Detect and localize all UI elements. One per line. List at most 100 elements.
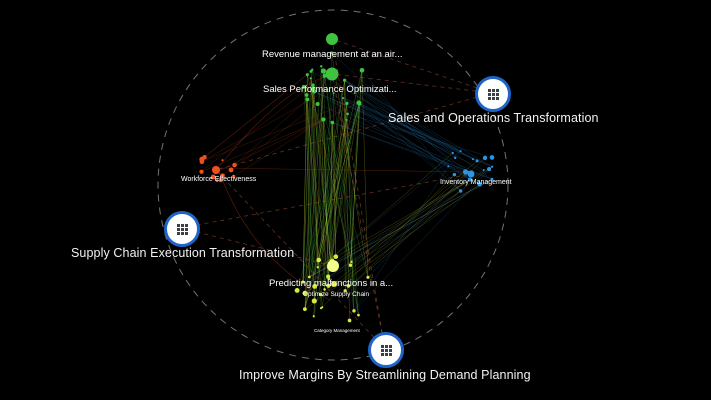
graph-node[interactable]: [330, 51, 334, 55]
graph-node[interactable]: [332, 91, 335, 95]
hub-improve-margins[interactable]: [368, 332, 404, 368]
cluster-label-category[interactable]: Category Management: [314, 328, 360, 333]
graph-node[interactable]: [482, 168, 485, 172]
graph-node[interactable]: [447, 165, 450, 168]
graph-node[interactable]: [320, 65, 323, 68]
graph-node[interactable]: [320, 68, 327, 74]
graph-edge: [302, 69, 313, 283]
graph-node[interactable]: [342, 78, 347, 82]
graph-node[interactable]: [467, 177, 472, 182]
graph-node-large[interactable]: [331, 281, 337, 287]
graph-node[interactable]: [326, 283, 331, 288]
graph-node[interactable]: [316, 266, 319, 269]
graph-node[interactable]: [330, 120, 335, 125]
graph-node[interactable]: [307, 275, 311, 279]
graph-node[interactable]: [350, 260, 353, 264]
graph-node[interactable]: [366, 275, 370, 279]
graph-node[interactable]: [221, 159, 224, 162]
graph-node[interactable]: [451, 151, 454, 155]
hub-supply-chain-execution[interactable]: [164, 211, 200, 247]
graph-node[interactable]: [312, 283, 318, 289]
graph-node[interactable]: [309, 77, 312, 80]
graph-node[interactable]: [343, 289, 347, 293]
cluster-label-optimize[interactable]: Optimize Supply Chain: [303, 291, 370, 298]
graph-node[interactable]: [359, 67, 365, 73]
cluster-label-inventory[interactable]: Inventory Management: [440, 179, 512, 186]
graph-node[interactable]: [232, 162, 237, 168]
hub-sales-operations[interactable]: [475, 76, 511, 112]
graph-node[interactable]: [452, 172, 457, 177]
graph-edge: [344, 80, 493, 180]
graph-edge: [328, 178, 493, 280]
graph-edge: [201, 119, 324, 172]
graph-edge: [322, 174, 455, 308]
graph-edge: [304, 75, 325, 310]
graph-node[interactable]: [301, 280, 305, 284]
graph-node[interactable]: [302, 307, 307, 312]
graph-node[interactable]: [346, 284, 351, 288]
graph-node[interactable]: [199, 169, 204, 174]
graph-node[interactable]: [301, 84, 306, 89]
graph-node[interactable]: [321, 306, 324, 309]
graph-node[interactable]: [482, 155, 488, 161]
graph-node[interactable]: [490, 177, 494, 181]
graph-node[interactable]: [304, 93, 309, 97]
graph-node[interactable]: [345, 101, 349, 105]
hub-label-supply-chain-execution: Supply Chain Execution Transformation: [71, 246, 295, 260]
graph-node[interactable]: [459, 150, 462, 153]
graph-node[interactable]: [215, 179, 219, 183]
graph-node-large[interactable]: [467, 170, 475, 178]
graph-node[interactable]: [477, 181, 482, 187]
graph-node[interactable]: [326, 274, 331, 279]
graph-node[interactable]: [311, 298, 317, 304]
graph-node[interactable]: [312, 315, 315, 318]
graph-node[interactable]: [491, 165, 494, 168]
graph-node[interactable]: [357, 101, 362, 106]
graph-node[interactable]: [305, 73, 309, 77]
cluster-label-workforce[interactable]: Workforce Effectiveness: [181, 176, 257, 183]
graph-node[interactable]: [232, 174, 236, 178]
graph-node-large[interactable]: [327, 260, 339, 272]
graph-node[interactable]: [462, 169, 469, 175]
graph-node[interactable]: [316, 257, 322, 263]
graph-node[interactable]: [475, 159, 479, 163]
graph-node[interactable]: [333, 254, 339, 260]
graph-node-large[interactable]: [325, 67, 339, 81]
graph-edge: [331, 73, 386, 350]
cluster-label-revenue-management[interactable]: Revenue management at an air...: [262, 49, 403, 60]
graph-node[interactable]: [345, 118, 348, 121]
graph-node[interactable]: [311, 86, 316, 91]
graph-node[interactable]: [489, 155, 495, 160]
graph-node[interactable]: [347, 318, 352, 323]
graph-node[interactable]: [471, 158, 474, 161]
graph-node[interactable]: [357, 313, 360, 317]
graph-node-large[interactable]: [326, 33, 338, 45]
graph-node[interactable]: [311, 83, 315, 87]
graph-node[interactable]: [318, 292, 323, 297]
cluster-label-predicting[interactable]: Predicting malfunctions in a...: [269, 278, 394, 289]
graph-node[interactable]: [323, 288, 326, 291]
graph-node[interactable]: [311, 68, 314, 71]
graph-node[interactable]: [348, 263, 353, 267]
graph-node[interactable]: [210, 174, 216, 180]
graph-node[interactable]: [352, 309, 356, 313]
graph-node[interactable]: [218, 177, 223, 183]
graph-edge: [201, 71, 312, 160]
graph-node[interactable]: [321, 117, 326, 122]
graph-node[interactable]: [228, 167, 234, 173]
graph-node[interactable]: [294, 287, 300, 293]
cluster-label-sales-performance[interactable]: Sales Performance Optimizati...: [263, 84, 397, 95]
graph-node[interactable]: [302, 290, 308, 296]
graph-node[interactable]: [220, 173, 225, 178]
graph-node[interactable]: [458, 189, 463, 193]
graph-node[interactable]: [346, 112, 349, 116]
graph-node[interactable]: [487, 167, 492, 172]
graph-node[interactable]: [199, 159, 205, 165]
graph-node-large[interactable]: [212, 166, 220, 174]
graph-node[interactable]: [453, 156, 457, 160]
graph-node[interactable]: [305, 97, 310, 102]
graph-node[interactable]: [341, 97, 345, 100]
graph-node[interactable]: [315, 101, 320, 107]
